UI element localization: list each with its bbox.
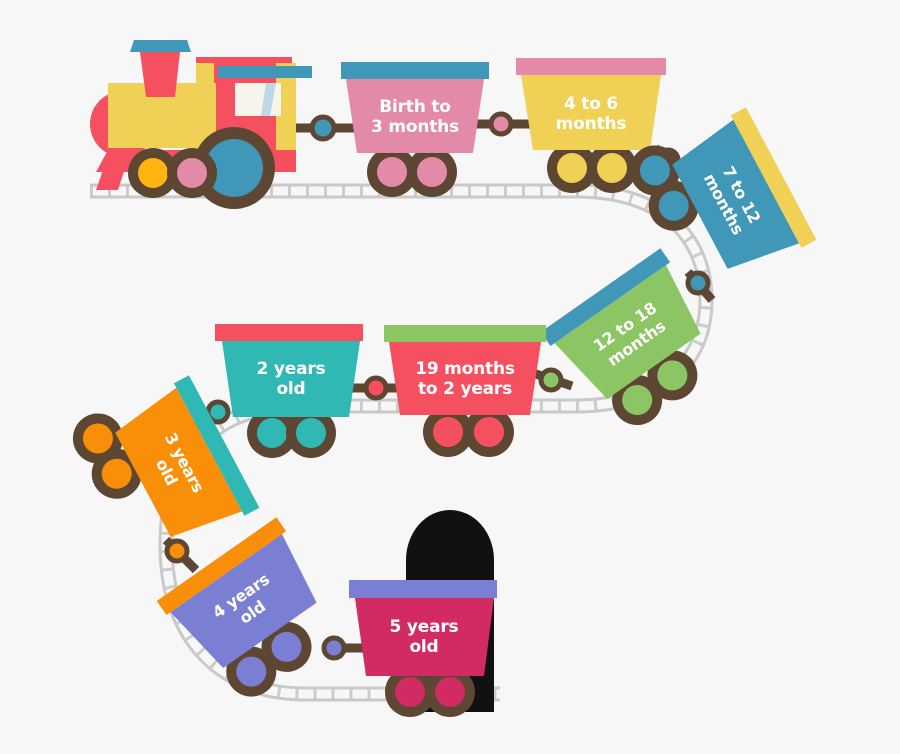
car-label: old (276, 379, 305, 399)
car-label: Birth to (379, 97, 451, 117)
car-label: 4 to 6 (564, 94, 618, 114)
car-4-years-old[interactable]: 4 years old (156, 517, 355, 713)
car-7-to-12-months[interactable]: 7 to 12 months (621, 97, 817, 303)
car-label: 2 years (257, 359, 326, 379)
locomotive (90, 40, 312, 209)
car-label: 5 years (390, 617, 459, 637)
car-label: to 2 years (418, 379, 512, 399)
car-12-to-18-months[interactable]: 12 to 18 months (540, 248, 739, 443)
car-3-years-old[interactable]: 3 years old (64, 365, 260, 571)
car-2-years-old[interactable]: 2 years old (215, 324, 363, 458)
car-label: old (409, 637, 438, 657)
car-birth-to-3-months[interactable]: Birth to 3 months (341, 62, 489, 197)
car-label: months (556, 114, 627, 134)
car-label: 19 months (415, 359, 515, 379)
car-5-years-old[interactable]: 5 years old (349, 580, 497, 717)
car-19-months-to-2-years[interactable]: 19 months to 2 years (384, 325, 546, 457)
car-label: 3 months (371, 117, 459, 137)
car-4-to-6-months[interactable]: 4 to 6 months (516, 58, 666, 193)
